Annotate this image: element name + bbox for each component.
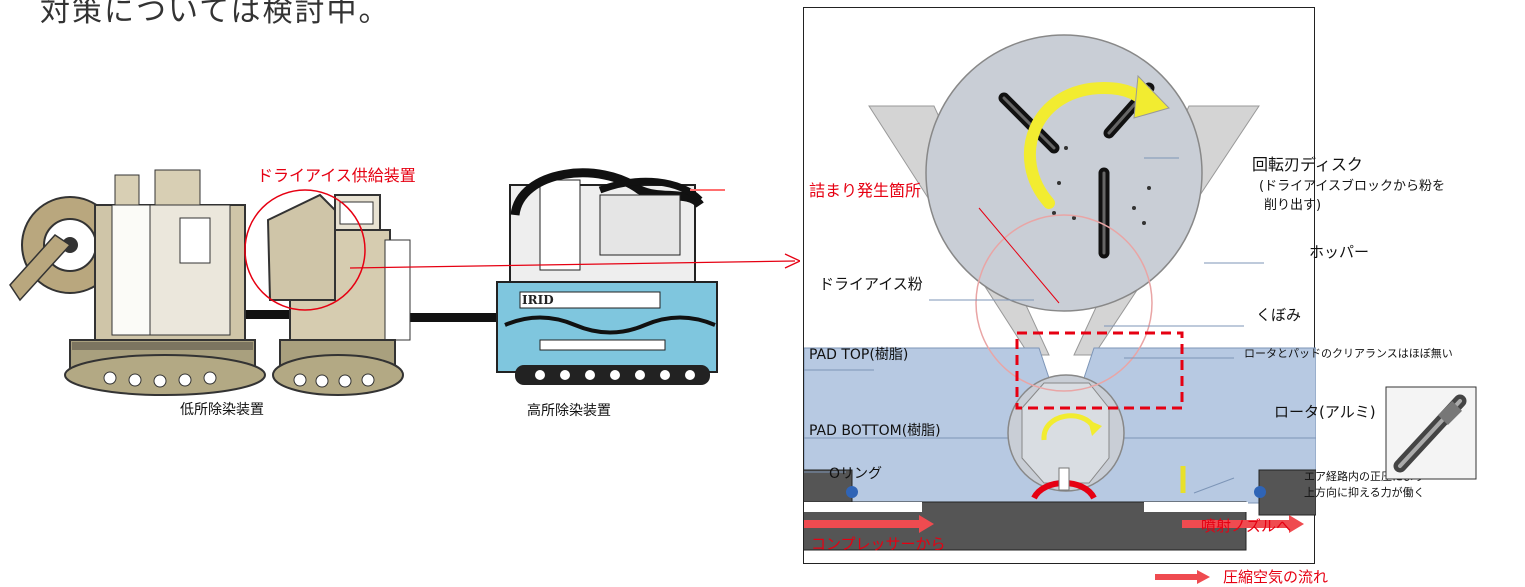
irid-plate: IRID [522, 293, 554, 307]
rotor-photo [1385, 386, 1477, 480]
air-flow-legend-label: 圧縮空気の流れ [1223, 568, 1329, 586]
disk-label: 回転刃ディスク [1252, 155, 1363, 174]
high-decon-machine: IRID [496, 168, 725, 385]
powder-label: ドライアイス粉 [819, 275, 923, 293]
low-machine-label: 低所除染装置 [180, 402, 264, 418]
compressor-label: コンプレッサーから [811, 535, 946, 553]
rotor-label: ロータ(アルミ) [1274, 403, 1376, 421]
pressure-note-2: 上方向に抑える力が働く [1304, 486, 1425, 499]
clearance-label: ロータとパッドのクリアランスはほぼ無い [1244, 347, 1453, 360]
pad-top-label: PAD TOP(樹脂) [809, 347, 909, 363]
equipment-illustration: IRID [9, 168, 800, 396]
disk-note-1: (ドライアイスブロックから粉を [1259, 179, 1446, 194]
mechanism-drawing [804, 34, 1316, 551]
mechanism-diagram: 回転刃ディスク (ドライアイスブロックから粉を 削り出す) 詰まり発生箇所 ホッ… [803, 7, 1453, 564]
low-decon-machine [9, 169, 266, 396]
high-machine-label: 高所除染装置 [527, 403, 611, 419]
dry-ice-supply-machine [244, 189, 411, 396]
disk-note-2: 削り出す) [1264, 198, 1322, 213]
nozzle-label: 噴射ノズルへ [1201, 517, 1292, 535]
clog-label: 詰まり発生箇所 [809, 181, 922, 200]
hopper-label: ホッパー [1309, 243, 1370, 261]
pad-bottom-label: PAD BOTTOM(樹脂) [809, 423, 941, 439]
oring-label: Oリング [829, 466, 883, 482]
supply-label: ドライアイス供給装置 [257, 166, 416, 185]
dent-label: くぼみ [1256, 306, 1302, 324]
air-flow-legend-arrow [1155, 570, 1210, 584]
top-text: 対策については検討中。 [40, 0, 391, 29]
